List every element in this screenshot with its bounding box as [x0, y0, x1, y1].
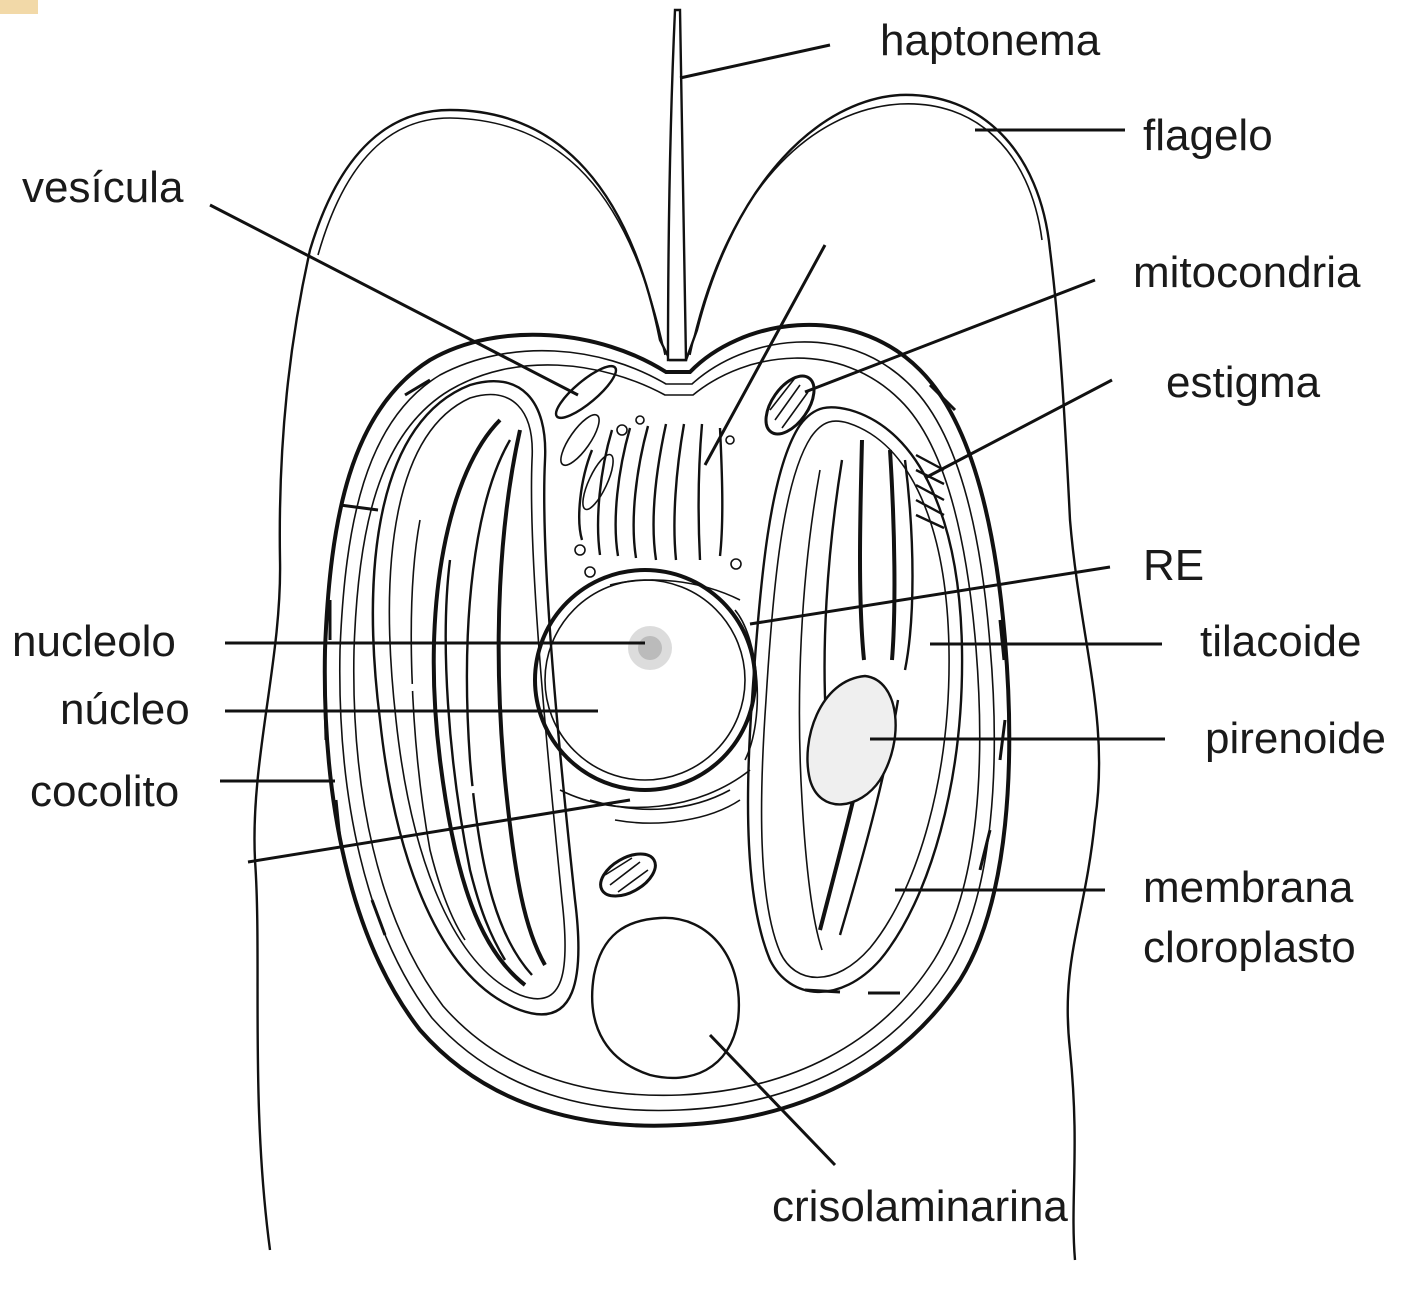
- label-tilacoide: tilacoide: [1200, 617, 1361, 666]
- left-flagellum: [318, 118, 665, 355]
- leader-lines: [210, 45, 1165, 1165]
- vesicles-cluster: [550, 359, 741, 577]
- golgi-cisternae: [579, 424, 722, 560]
- left-chloroplast: [373, 381, 579, 1014]
- label-re: RE: [1143, 541, 1204, 590]
- left-lamella-gap: [406, 686, 430, 688]
- mitochondrion-bottom: [594, 845, 663, 904]
- label-crisolaminarina: crisolaminarina: [772, 1182, 1068, 1231]
- right-chloroplast: [748, 407, 962, 992]
- right-flagellum: [690, 104, 1042, 355]
- corner-mark: [0, 0, 38, 14]
- nucleus: [535, 570, 757, 823]
- label-haptonema: haptonema: [880, 16, 1101, 65]
- cell-membrane-outer: [325, 325, 1009, 1126]
- label-estigma: estigma: [1166, 358, 1321, 407]
- label-nucleolo: nucleolo: [12, 617, 176, 666]
- label-mitocondria: mitocondria: [1133, 248, 1361, 297]
- label-flagelo: flagelo: [1143, 111, 1273, 160]
- label-cloroplasto: cloroplasto: [1143, 923, 1356, 972]
- mitochondrion-top: [756, 368, 823, 443]
- haptonema-shape: [668, 10, 686, 360]
- crisolaminarina-vacuole: [592, 918, 739, 1078]
- label-nucleo: núcleo: [60, 685, 190, 734]
- label-cocolito: cocolito: [30, 767, 179, 816]
- label-pirenoide: pirenoide: [1205, 714, 1386, 763]
- label-membrana: membrana: [1143, 863, 1354, 912]
- label-vesicula: vesícula: [22, 163, 184, 212]
